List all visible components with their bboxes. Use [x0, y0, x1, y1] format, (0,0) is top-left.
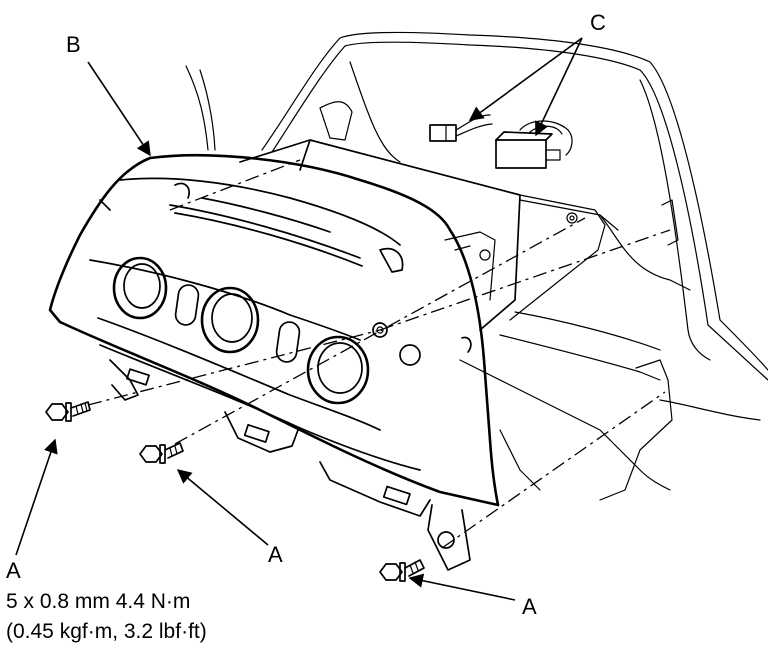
- spec-line-2: (0.45 kgf·m, 3.2 lbf·ft): [6, 620, 207, 643]
- bolt-a-left: [45, 401, 91, 422]
- front-panel-b: [48, 153, 500, 507]
- leader-c-left: [468, 37, 583, 121]
- bolt-a-middle: [139, 442, 184, 464]
- leader-arrows: [15, 37, 583, 601]
- callout-b: B: [66, 32, 81, 57]
- leader-b: [87, 61, 151, 157]
- spec-line-1: 5 x 0.8 mm 4.4 N·m: [6, 590, 190, 613]
- leader-c-right: [535, 37, 583, 137]
- callout-c: C: [590, 10, 606, 35]
- bolt-a-right: [379, 559, 425, 582]
- spec-label: A: [6, 558, 21, 583]
- leader-a-left: [15, 438, 58, 556]
- leader-a-middle: [176, 469, 269, 546]
- alignment-lines: [87, 159, 671, 549]
- leader-a-right: [408, 573, 516, 601]
- torque-spec: A 5 x 0.8 mm 4.4 N·m (0.45 kgf·m, 3.2 lb…: [6, 558, 207, 643]
- connectors-c: [429, 114, 573, 169]
- callout-a-right: A: [522, 594, 537, 619]
- mounting-tabs: [109, 359, 471, 571]
- radio-unit-body: [239, 139, 606, 331]
- callout-a-middle: A: [268, 542, 283, 567]
- dashboard-outline: [185, 31, 768, 501]
- control-knobs: [112, 256, 370, 405]
